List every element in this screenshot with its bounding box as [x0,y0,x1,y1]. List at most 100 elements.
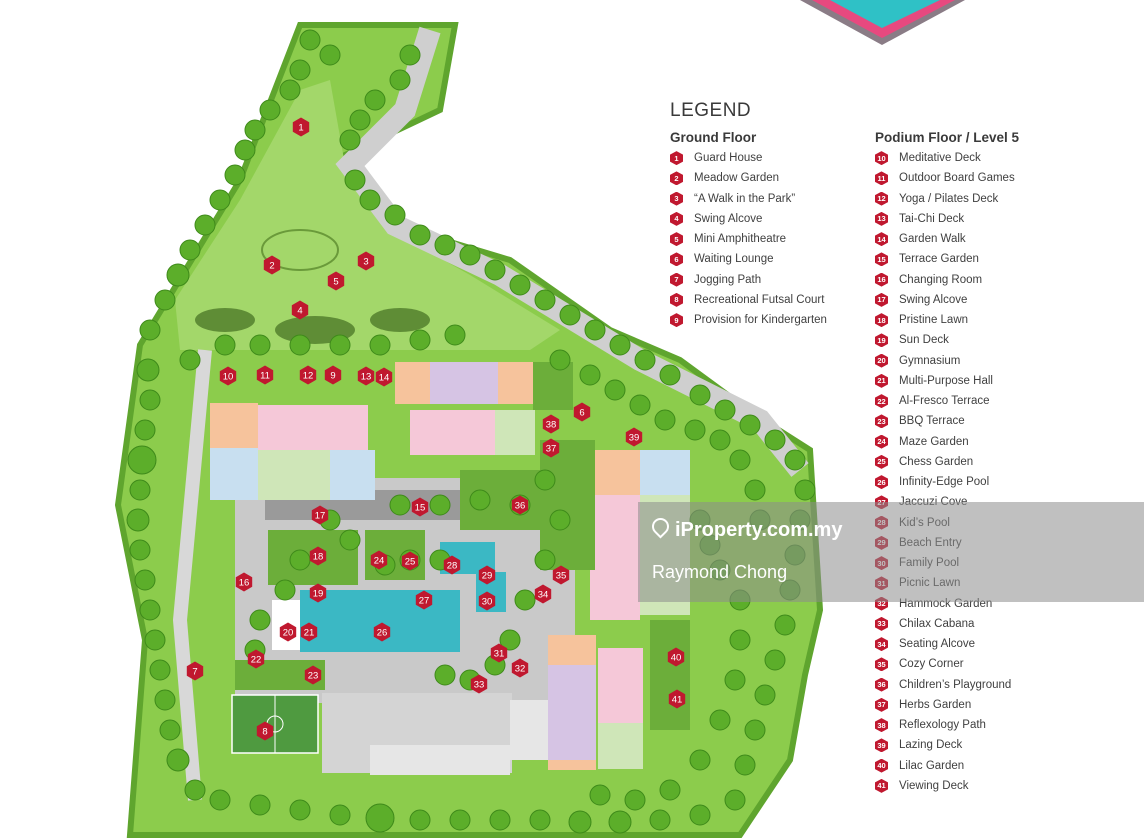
map-marker[interactable]: 2 [263,255,281,275]
map-marker[interactable]: 12 [299,365,317,385]
map-marker[interactable]: 11 [256,365,274,385]
map-marker[interactable]: 9 [324,365,342,385]
tree [409,224,431,246]
map-marker[interactable]: 10 [219,366,237,386]
tree [734,754,756,776]
watermark: iProperty.com.my Raymond Chong [638,502,1144,602]
map-marker[interactable]: 25 [401,551,419,571]
legend-marker-icon: 24 [875,434,888,449]
map-marker[interactable]: 18 [309,546,327,566]
tree [709,429,731,451]
map-marker-hex [299,365,317,385]
map-marker[interactable]: 8 [256,721,274,741]
map-marker[interactable]: 5 [327,271,345,291]
legend-marker-icon: 4 [670,211,683,226]
map-marker[interactable]: 26 [373,622,391,642]
tree [139,599,161,621]
map-marker[interactable]: 16 [235,572,253,592]
map-marker[interactable]: 4 [291,300,309,320]
map-marker[interactable]: 19 [309,583,327,603]
tree [604,379,626,401]
tree [339,129,361,151]
map-marker[interactable]: 7 [186,661,204,681]
map-marker-label: 35 [556,570,567,581]
legend-marker-icon: 5 [670,232,683,247]
map-marker-hex [373,622,391,642]
map-marker-hex [668,689,686,709]
map-marker[interactable]: 31 [490,643,508,663]
podium-floor-heading: Podium Floor / Level 5 [875,130,1020,145]
tree [429,494,451,516]
map-marker[interactable]: 40 [667,647,685,667]
map-marker[interactable]: 24 [370,550,388,570]
map-marker-label: 17 [315,510,326,521]
map-marker[interactable]: 22 [247,649,265,669]
legend-label: Reflexology Path [899,719,986,732]
map-marker[interactable]: 36 [511,495,529,515]
map-marker-hex [411,497,429,517]
tree [514,589,536,611]
tree [159,719,181,741]
map-marker[interactable]: 21 [300,622,318,642]
map-marker[interactable]: 30 [478,591,496,611]
tree [609,334,631,356]
tree [149,659,171,681]
map-marker-hex [263,255,281,275]
map-marker[interactable]: 23 [304,665,322,685]
map-marker[interactable]: 14 [375,367,393,387]
map-marker-label: 28 [447,560,458,571]
map-marker[interactable]: 33 [470,674,488,694]
tree [209,789,231,811]
map-marker-hex [542,438,560,458]
map-marker[interactable]: 39 [625,427,643,447]
tree [764,649,786,671]
map-marker[interactable]: 17 [311,505,329,525]
tree [319,44,341,66]
tree [744,479,766,501]
tree [739,414,761,436]
tree [534,289,556,311]
map-marker[interactable]: 37 [542,438,560,458]
tree [689,804,711,826]
map-marker[interactable]: 35 [552,565,570,585]
tree [649,809,671,831]
watermark-agent: Raymond Chong [652,562,788,582]
map-marker-hex [256,365,274,385]
map-marker[interactable]: 13 [357,366,375,386]
tree [184,779,206,801]
map-marker[interactable]: 27 [415,590,433,610]
legend-marker-icon: 35 [875,657,888,672]
legend-marker-icon: 3 [670,191,683,206]
ground-floor-heading: Ground Floor [670,130,757,145]
map-marker[interactable]: 15 [411,497,429,517]
map-marker[interactable]: 6 [573,402,591,422]
map-marker-label: 29 [482,570,493,581]
legend-marker-icon: 16 [875,272,888,287]
legend-label: Outdoor Board Games [899,172,1015,185]
map-marker[interactable]: 29 [478,565,496,585]
map-marker[interactable]: 20 [279,622,297,642]
map-marker-label: 21 [304,627,315,638]
tree [134,569,156,591]
legend-label: Meadow Garden [694,172,780,185]
map-marker[interactable]: 1 [292,117,310,137]
legend-marker-icon: 8 [670,292,683,307]
tree [744,719,766,741]
legend-label: Swing Alcove [899,293,968,306]
map-marker[interactable]: 38 [542,414,560,434]
map-marker[interactable]: 34 [534,584,552,604]
map-marker[interactable]: 41 [668,689,686,709]
map-marker[interactable]: 28 [443,555,461,575]
map-marker-label: 38 [546,419,557,430]
map-marker-label: 8 [262,726,267,737]
map-marker[interactable]: 32 [511,658,529,678]
legend-label: Al-Fresco Terrace [899,395,990,408]
legend-marker-icon: 12 [875,191,888,206]
map-marker[interactable]: 3 [357,251,375,271]
legend-marker-icon: 20 [875,353,888,368]
